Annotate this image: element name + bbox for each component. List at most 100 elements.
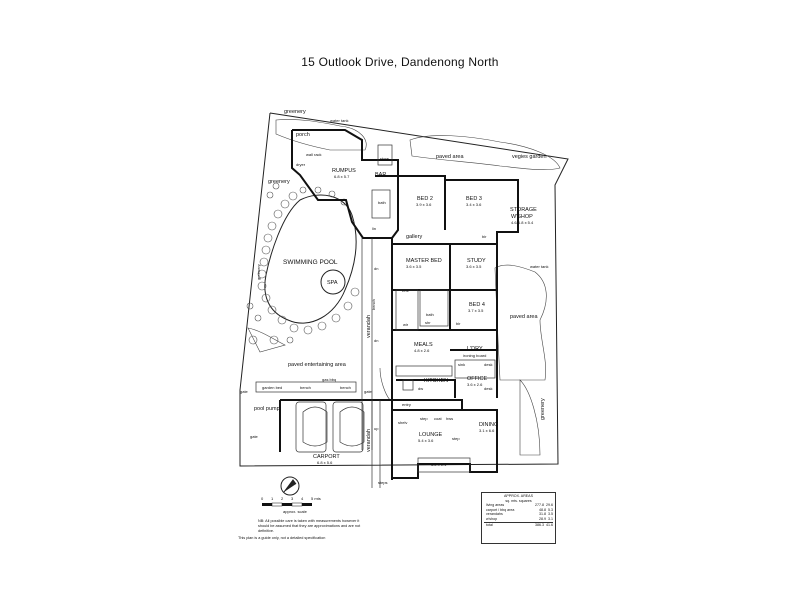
plan-title: 15 Outlook Drive, Dandenong North — [301, 55, 499, 69]
note-nb: NB: All possible care is taken with meas… — [258, 519, 361, 533]
room-bed3: BED 3 — [466, 196, 482, 202]
label-entry: entry — [402, 402, 411, 407]
pool-rocks — [246, 182, 360, 345]
areas-total-row: total 386.3 41.6 — [484, 521, 553, 528]
label-shr: shr — [425, 320, 431, 325]
area-sq: 3.1 — [548, 516, 553, 521]
room-dining-size: 3.1 x 6.6 — [479, 428, 495, 433]
room-bed4-size: 3.7 x 3.5 — [468, 308, 484, 313]
areas-heading: APPROX. AREAS — [504, 494, 533, 498]
area-total-label: total — [486, 522, 493, 527]
greenery-shrubs — [247, 119, 561, 456]
room-rumpus-size: 6.8 x 5.7 — [334, 174, 350, 179]
label-lin: lin — [372, 226, 376, 231]
area-sq: 3.5 — [548, 512, 553, 517]
label-store: store — [380, 156, 390, 161]
room-meals: MEALS — [414, 342, 433, 348]
room-bed4: BED 4 — [469, 302, 485, 308]
room-storage-size: 4.6-6.8 x 5.4 — [511, 220, 534, 225]
label-pool-pump: pool pump — [254, 406, 280, 412]
room-pool: SWIMMING POOL — [283, 259, 338, 266]
room-lounge: LOUNGE — [419, 432, 443, 438]
room-storage-2: W'SHOP — [511, 214, 533, 220]
areas-row: verandahs 31.8 3.5 — [484, 512, 553, 517]
areas-row: w'shop 28.9 3.1 — [484, 517, 553, 522]
label-gallery: gallery — [406, 234, 422, 240]
areas-row: living areas 277.8 29.6 — [484, 503, 553, 508]
scale-tick: 2 — [281, 496, 284, 501]
disclaimer-note: NB: All possible care is taken with meas… — [258, 519, 366, 534]
house-walls — [279, 129, 519, 480]
room-master: MASTER BED — [406, 258, 442, 264]
room-master-size: 3.6 x 3.5 — [406, 264, 422, 269]
label-wall-rack: wall rack — [306, 152, 322, 157]
scale-tick: 4 — [301, 496, 304, 501]
room-labels: RUMPUS 6.8 x 5.7 BAR BED 2 3.9 x 3.6 BED… — [283, 168, 537, 467]
label-steps: steps — [378, 480, 388, 485]
label-dn: dn — [374, 338, 378, 343]
label-bir: bir — [456, 321, 461, 326]
label-wir: wir — [403, 322, 409, 327]
label-paved-entertaining: paved entertaining area — [288, 362, 347, 368]
label-dryer: dryer — [296, 162, 306, 167]
room-study: STUDY — [467, 258, 486, 264]
label-step: step — [420, 416, 428, 421]
room-office: OFFICE — [467, 376, 487, 382]
bay-size: 3.2 x 1.1 — [431, 462, 447, 467]
area-total-sq: 41.6 — [546, 522, 553, 527]
room-study-size: 3.6 x 3.5 — [466, 264, 482, 269]
scale-tick: 5 mts — [311, 496, 321, 501]
area-sqm: 48.8 — [539, 507, 546, 512]
room-office-size: 3.6 x 2.6 — [467, 382, 483, 387]
label-garden-bed: garden bed — [262, 385, 282, 390]
label-coat: coat — [434, 416, 442, 421]
label-greenery: greenery — [540, 398, 546, 420]
area-labels: greenery greenery porch water tank paved… — [240, 109, 548, 485]
scale-tick: 0 — [261, 496, 264, 501]
label-hws: hws — [446, 416, 453, 421]
room-carport-size: 6.8 x 5.6 — [317, 460, 333, 465]
areas-units: sq. mts. squares — [505, 498, 532, 503]
room-rumpus: RUMPUS — [332, 168, 356, 174]
label-greenery: greenery — [268, 179, 290, 185]
label-verandah: verandah — [366, 315, 372, 338]
label-shelv: shelv — [398, 420, 407, 425]
label-gate: gate — [364, 389, 373, 394]
scale-tick: 3 — [291, 496, 294, 501]
label-water-tank: water tank — [530, 264, 548, 269]
scale-tick: 1 — [271, 496, 274, 501]
area-sqm: 31.8 — [539, 512, 546, 517]
scale-bar: 0 1 2 3 4 5 mts approx. scale — [261, 496, 321, 514]
scale-label: approx. scale — [283, 509, 308, 514]
area-label: living areas — [486, 503, 505, 508]
label-greenery: greenery — [284, 109, 306, 115]
label-verandah: verandah — [366, 429, 372, 452]
area-sqm: 277.8 — [535, 503, 544, 508]
label-dn: dn — [374, 266, 378, 271]
label-dw: dw — [418, 386, 423, 391]
area-label: carport / bbq area — [486, 507, 515, 512]
label-bench: bench — [371, 299, 376, 310]
room-bed2: BED 2 — [417, 196, 433, 202]
label-bath: bath — [378, 200, 386, 205]
room-bed2-size: 3.9 x 3.6 — [416, 202, 432, 207]
room-dining: DINING — [479, 422, 498, 428]
area-sq: 29.6 — [546, 503, 553, 508]
label-bir: bir — [482, 234, 487, 239]
room-ldry: L'DRY — [467, 346, 483, 352]
area-total-sqm: 386.3 — [535, 522, 544, 527]
label-paved-area: paved area — [510, 314, 538, 320]
label-porch: porch — [296, 132, 310, 138]
compass-icon — [280, 476, 300, 496]
label-ens: ens — [402, 288, 408, 293]
site-boundary — [239, 112, 569, 467]
room-lounge-size: 5.4 x 3.6 — [418, 438, 434, 443]
label-greenery: greenery — [256, 264, 261, 280]
room-bar: BAR — [375, 172, 386, 178]
approx-areas-table: APPROX. AREAS sq. mts. squares living ar… — [481, 492, 556, 544]
label-desk: desk — [484, 362, 492, 367]
label-gate: gate — [240, 389, 249, 394]
area-label: verandahs — [486, 512, 503, 517]
room-spa: SPA — [327, 280, 338, 286]
